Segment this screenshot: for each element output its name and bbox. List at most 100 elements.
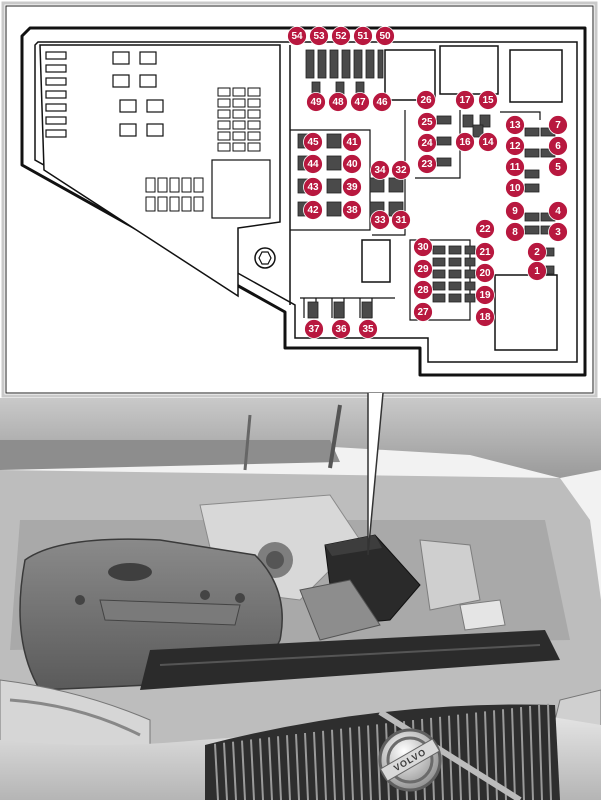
fuse-badge-38: 38	[342, 200, 362, 220]
fuse-slot	[326, 201, 342, 217]
grille-bar	[340, 728, 345, 800]
fuse-slot	[524, 183, 540, 193]
fuse-badge-43: 43	[303, 177, 323, 197]
fuse-number: 41	[346, 137, 358, 148]
fuse-slot	[436, 115, 452, 125]
relay-slot	[217, 120, 231, 130]
fuse-badge-1: 1	[527, 261, 547, 281]
grille-bar	[358, 726, 363, 800]
fuse-badge-27: 27	[413, 302, 433, 322]
fuse-number: 25	[421, 117, 433, 128]
fuse-number: 4	[555, 206, 561, 217]
fuse-number: 21	[479, 247, 491, 258]
relay-slot	[45, 116, 67, 125]
fuse-badge-53: 53	[309, 26, 329, 46]
fuse-number: 46	[376, 97, 388, 108]
fuse-badge-circle	[548, 201, 568, 221]
fuse-number: 15	[482, 95, 494, 106]
fuse-badge-14: 14	[478, 132, 498, 152]
fuse-number: 27	[417, 307, 429, 318]
fuse-number: 32	[395, 165, 407, 176]
fuse-badge-circle	[328, 92, 348, 112]
grille-bar	[331, 729, 336, 800]
fuse-badge-circle	[475, 263, 495, 283]
fuse-badge-32: 32	[391, 160, 411, 180]
grille-bar	[511, 708, 516, 800]
fuse-badge-circle	[417, 154, 437, 174]
fuse-badge-19: 19	[475, 285, 495, 305]
fuse-badge-circle	[287, 26, 307, 46]
grille-bar	[367, 725, 372, 800]
fuse-number: 47	[354, 97, 366, 108]
fuse-number: 3	[555, 227, 561, 238]
fuse-badge-2: 2	[527, 242, 547, 262]
fuse-number: 37	[308, 324, 320, 335]
fuse-badge-circle	[413, 280, 433, 300]
callout-pointer	[367, 392, 384, 556]
fuse-slot	[472, 124, 484, 138]
fuse-slot	[388, 177, 404, 193]
fuse-badge-7: 7	[548, 115, 568, 135]
fuse-number: 50	[379, 31, 391, 42]
fuse-number: 11	[510, 162, 521, 173]
fuse-number: 24	[421, 138, 433, 149]
relay-slot	[157, 196, 168, 212]
grille-bar	[520, 707, 525, 800]
fuse-badge-39: 39	[342, 177, 362, 197]
grille-bar	[241, 740, 246, 800]
fuse-badge-51: 51	[353, 26, 373, 46]
fuse-badge-circle	[391, 210, 411, 230]
fuse-number: 7	[555, 120, 561, 131]
fuse-slot	[326, 178, 342, 194]
bolt-icon	[254, 247, 276, 269]
fuse-badge-circle	[475, 219, 495, 239]
fuse-slot	[436, 136, 452, 146]
fuse-number: 10	[509, 183, 521, 194]
fuse-badge-circle	[505, 201, 525, 221]
relay-slot	[247, 142, 261, 152]
fuse-slot	[377, 49, 384, 79]
fuse-badge-circle	[303, 132, 323, 152]
fuse-badge-circle	[548, 222, 568, 242]
fuse-slot	[432, 293, 446, 303]
relay-slot	[217, 109, 231, 119]
fuse-badge-circle	[309, 26, 329, 46]
fuse-number: 30	[417, 242, 429, 253]
fuse-badge-circle	[527, 261, 547, 281]
fuse-slot	[448, 257, 462, 267]
fuse-badge-26: 26	[416, 90, 436, 110]
fuse-number: 54	[291, 31, 303, 42]
fuse-badge-circle	[342, 177, 362, 197]
fuse-badge-48: 48	[328, 92, 348, 112]
relay-slot	[232, 109, 246, 119]
fuse-badge-44: 44	[303, 154, 323, 174]
fuse-number: 26	[420, 95, 432, 106]
fuse-badge-circle	[353, 26, 373, 46]
fuse-badge-circle	[342, 132, 362, 152]
fuse-badge-circle	[548, 136, 568, 156]
fuse-badge-circle	[505, 222, 525, 242]
fuse-slot	[305, 49, 315, 79]
fuse-badge-circle	[455, 132, 475, 152]
fuse-badge-11: 11	[505, 157, 525, 177]
relay-slot	[45, 103, 67, 112]
fuse-number: 18	[479, 312, 491, 323]
fuse-number: 31	[395, 215, 407, 226]
fuse-badge-circle	[505, 178, 525, 198]
relay-slot	[145, 177, 156, 193]
fuse-badge-circle	[303, 177, 323, 197]
fuse-number: 40	[346, 159, 358, 170]
engine-bay-illustration: VOLVO	[0, 398, 601, 800]
fuse-slot	[464, 269, 476, 279]
fuse-badge-33: 33	[370, 210, 390, 230]
fuse-badge-circle	[413, 259, 433, 279]
grille-bar	[547, 703, 552, 800]
fuse-badge-circle	[372, 92, 392, 112]
fuse-badge-29: 29	[413, 259, 433, 279]
grille-bar	[223, 742, 228, 800]
fuse-badge-circle	[331, 319, 351, 339]
fuse-slot	[524, 212, 540, 222]
fuse-number: 39	[346, 182, 358, 193]
fuse-number: 23	[421, 159, 433, 170]
